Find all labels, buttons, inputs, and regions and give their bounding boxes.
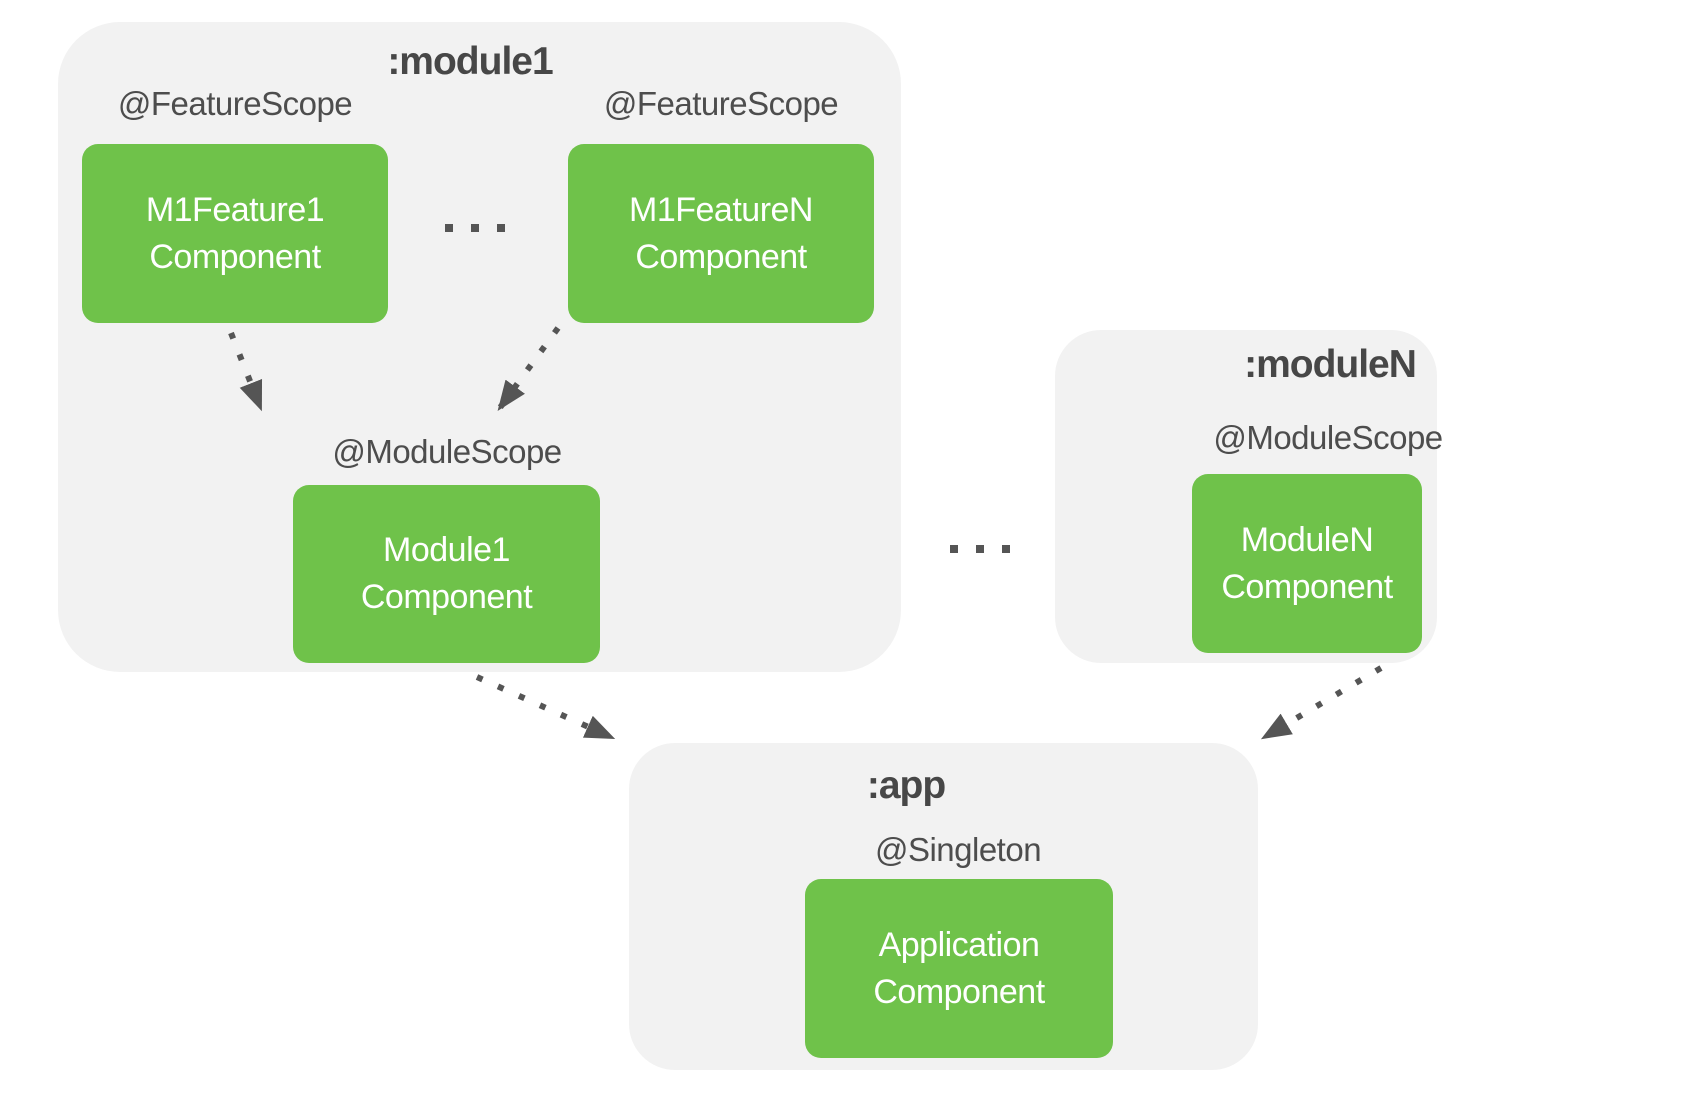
module1-title: :module1: [387, 40, 553, 83]
module1-scope-label: @ModuleScope: [332, 433, 562, 470]
m1featureN-component-name-line2: Component: [635, 237, 807, 276]
module1-component-name-line1: Module1: [383, 531, 510, 569]
app-title: :app: [866, 764, 946, 807]
arrow-m1feature1-to-module1: [228, 331, 264, 412]
moduleN-title: :moduleN: [1244, 343, 1417, 386]
ellipsis-dot: [471, 224, 479, 232]
moduleN-component-box: ModuleN Component: [1192, 474, 1422, 653]
m1feature1-component-name-line1: M1Feature1: [145, 190, 325, 229]
ellipsis-dot: [976, 545, 984, 553]
moduleN-component-name-line2: Component: [1221, 567, 1393, 606]
m1featureN-component-box: M1FeatureN Component: [568, 144, 874, 323]
ellipsis-dots-between-features: [445, 224, 505, 232]
ellipsis-dot: [497, 224, 505, 232]
arrow-moduleN-to-app: [1260, 665, 1383, 741]
app-singleton-label: @Singleton: [874, 831, 1042, 868]
application-component-name-line2: Component: [873, 972, 1045, 1011]
featureN-scope-label: @FeatureScope: [603, 85, 839, 122]
module1-component-box: Module1 Component: [293, 485, 600, 663]
arrow-module1-to-app: [475, 674, 616, 741]
application-component-box: Application Component: [805, 879, 1113, 1058]
ellipsis-dots-between-modules: [950, 545, 1010, 553]
feature1-scope-label: @FeatureScope: [117, 85, 353, 122]
moduleN-scope-label: @ModuleScope: [1213, 419, 1443, 456]
module1-component-name-line2: Component: [360, 578, 533, 616]
arrow-m1featureN-to-module1: [496, 326, 561, 411]
m1feature1-component-box: M1Feature1 Component: [82, 144, 388, 323]
ellipsis-dot: [950, 545, 958, 553]
m1featureN-component-name-line1: M1FeatureN: [629, 190, 813, 229]
moduleN-component-name-line1: ModuleN: [1240, 520, 1374, 559]
m1feature1-component-name-line2: Component: [149, 237, 321, 276]
ellipsis-dot: [445, 224, 453, 232]
ellipsis-dot: [1002, 545, 1010, 553]
application-component-name-line1: Application: [878, 925, 1040, 964]
